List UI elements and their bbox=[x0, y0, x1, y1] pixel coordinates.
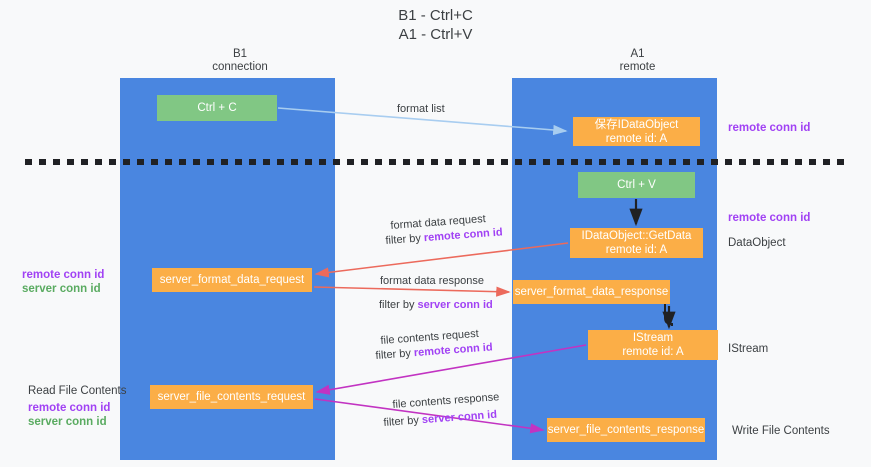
side-label-write-file-contents: Write File Contents bbox=[732, 425, 830, 437]
side-label-remote-conn-id-mid: remote conn id bbox=[728, 212, 811, 224]
node-save-idataobject-line-1: 保存IDataObject bbox=[594, 118, 679, 131]
server-conn-id-text-2: server conn id bbox=[421, 408, 498, 427]
diagram-title-line-1: B1 - Ctrl+C bbox=[398, 7, 473, 24]
node-ctrl-c-label: Ctrl + C bbox=[197, 102, 237, 114]
column-header-a1: A1 remote bbox=[545, 48, 730, 74]
side-label-remote-conn-id-left-top: remote conn id bbox=[22, 269, 105, 281]
side-label-remote-conn-id-left-bottom: remote conn id bbox=[28, 402, 111, 414]
node-server-format-data-response-label: server_format_data_response bbox=[514, 286, 669, 298]
node-server-file-contents-request[interactable]: server_file_contents_request bbox=[150, 385, 313, 409]
diagram-title: B1 - Ctrl+C A1 - Ctrl+V bbox=[0, 6, 871, 44]
node-ctrl-v[interactable]: Ctrl + V bbox=[578, 172, 695, 198]
node-idataobject-getdata-line-1: IDataObject::GetData bbox=[581, 230, 692, 242]
filter-by-text-3: filter by bbox=[375, 347, 412, 362]
filter-by-text-4: filter by bbox=[383, 414, 420, 429]
side-label-read-file-contents: Read File Contents bbox=[28, 385, 127, 397]
node-idataobject-getdata-line-2: remote id: A bbox=[605, 244, 668, 256]
node-server-format-data-request-label: server_format_data_request bbox=[159, 274, 305, 286]
column-header-a1-name: A1 bbox=[630, 48, 645, 60]
node-istream-line-2: remote id: A bbox=[622, 346, 684, 358]
node-server-file-contents-response-label: server_file_contents_response bbox=[547, 424, 705, 436]
filter-by-text-2: filter by bbox=[379, 299, 415, 311]
node-ctrl-c[interactable]: Ctrl + C bbox=[157, 95, 277, 121]
node-save-idataobject-line-2: remote id: A bbox=[605, 132, 668, 145]
side-label-server-conn-id-left-top: server conn id bbox=[22, 283, 101, 295]
node-server-file-contents-response[interactable]: server_file_contents_response bbox=[547, 418, 705, 442]
node-ctrl-v-label: Ctrl + V bbox=[617, 179, 656, 191]
filter-by-text-1: filter by bbox=[385, 232, 422, 247]
node-server-file-contents-request-label: server_file_contents_request bbox=[157, 391, 306, 403]
edge-label-format-list: format list bbox=[397, 103, 445, 115]
column-header-b1-sub: connection bbox=[212, 61, 268, 73]
edge-label-filter-by-server-conn-id-1: filter by server conn id bbox=[379, 298, 493, 312]
node-save-idataobject[interactable]: 保存IDataObject remote id: A bbox=[573, 117, 700, 146]
column-header-a1-sub: remote bbox=[619, 61, 656, 73]
node-istream[interactable]: IStream remote id: A bbox=[588, 330, 718, 360]
side-label-istream: IStream bbox=[728, 343, 769, 355]
column-header-b1: B1 connection bbox=[150, 48, 330, 74]
node-server-format-data-response[interactable]: server_format_data_response bbox=[513, 280, 670, 304]
node-server-format-data-request[interactable]: server_format_data_request bbox=[152, 268, 312, 292]
edge-label-format-data-response: format data response bbox=[380, 275, 484, 287]
side-label-dataobject: DataObject bbox=[728, 237, 786, 249]
server-conn-id-text-1: server conn id bbox=[417, 299, 493, 311]
column-header-b1-name: B1 bbox=[232, 48, 248, 60]
side-label-remote-conn-id-top: remote conn id bbox=[728, 122, 811, 134]
side-label-server-conn-id-left-bottom: server conn id bbox=[28, 416, 107, 428]
node-istream-line-1: IStream bbox=[632, 332, 674, 344]
diagram-title-line-2: A1 - Ctrl+V bbox=[398, 26, 473, 43]
node-idataobject-getdata[interactable]: IDataObject::GetData remote id: A bbox=[570, 228, 703, 258]
